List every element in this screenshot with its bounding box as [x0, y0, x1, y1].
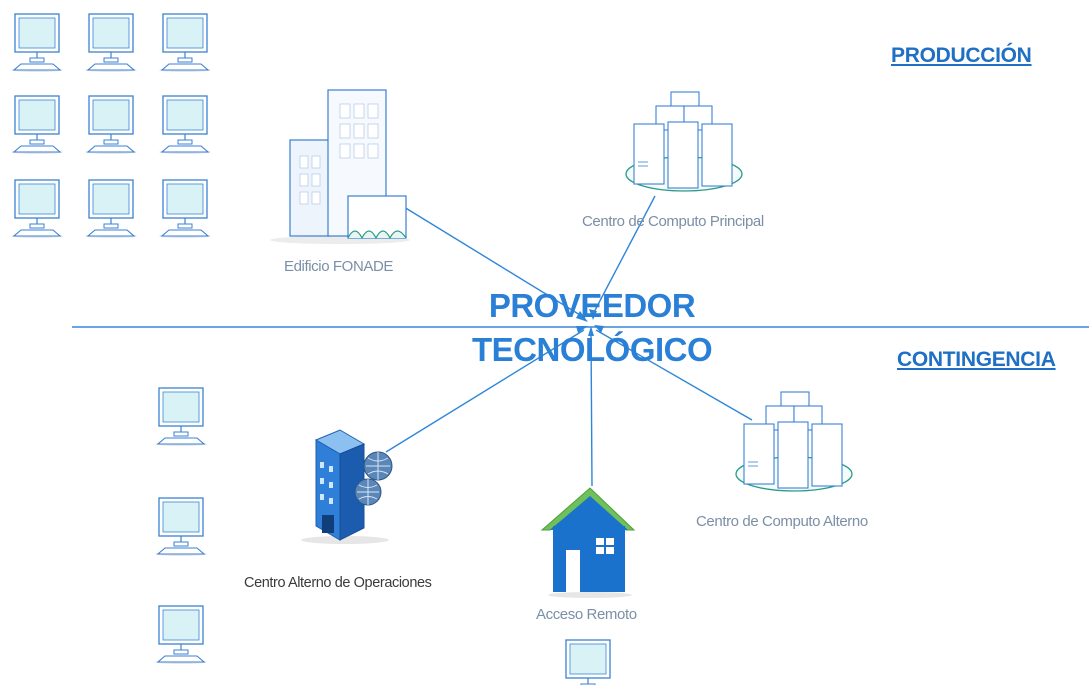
- computer-monitor-icon: [10, 95, 64, 155]
- server-cluster-icon: [735, 391, 853, 492]
- computer-monitor-icon: [84, 95, 138, 155]
- computer-monitor-icon: [154, 605, 208, 665]
- computer-monitor-icon: [10, 179, 64, 239]
- office-building-icon: [270, 89, 410, 244]
- provider-title: PROVEEDOR TECNOLÓGICO: [472, 284, 713, 372]
- provider-title-line2: TECNOLÓGICO: [472, 331, 713, 368]
- fonade-label: Edificio FONADE: [284, 258, 394, 275]
- network-building-icon: [301, 429, 393, 544]
- production-section-title: PRODUCCIÓN: [891, 44, 1032, 67]
- alt-datacenter-label: Centro de Computo Alterno: [696, 513, 868, 530]
- link-remote-access: [590, 331, 593, 487]
- computer-monitor-icon: [84, 179, 138, 239]
- computer-monitor-icon: [561, 639, 615, 685]
- hub-arrows-icon: [576, 309, 604, 336]
- provider-title-line1: PROVEEDOR: [488, 287, 696, 324]
- link-main-datacenter: [591, 195, 656, 317]
- remote-access-label: Acceso Remoto: [536, 606, 637, 623]
- computer-monitor-icon: [154, 387, 208, 447]
- computer-monitor-icon: [158, 13, 212, 73]
- connection-lines: [385, 195, 753, 487]
- house-icon: [540, 487, 636, 598]
- main-datacenter-label: Centro de Computo Principal: [582, 213, 764, 230]
- link-alt-operations: [385, 329, 585, 453]
- computer-monitor-icon: [84, 13, 138, 73]
- computer-monitor-icon: [10, 13, 64, 73]
- contingency-section-title: CONTINGENCIA: [897, 348, 1056, 371]
- alt-operations-label: Centro Alterno de Operaciones: [244, 575, 432, 591]
- link-alt-datacenter: [595, 329, 753, 421]
- link-fonade: [403, 206, 586, 319]
- production-workstations: [10, 13, 212, 239]
- computer-monitor-icon: [158, 179, 212, 239]
- server-cluster-icon: [625, 91, 743, 192]
- computer-monitor-icon: [154, 497, 208, 557]
- computer-monitor-icon: [158, 95, 212, 155]
- contingency-workstations: [154, 387, 615, 685]
